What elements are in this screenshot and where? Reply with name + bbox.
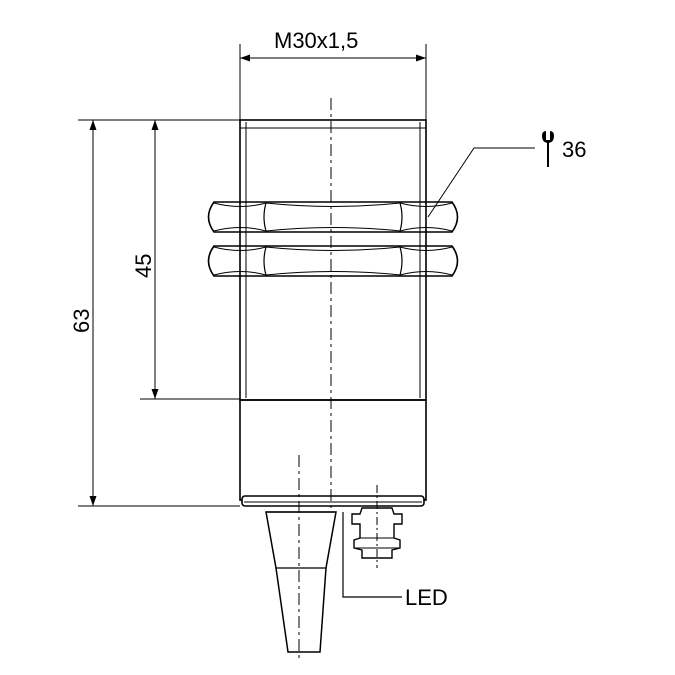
led-leader-line [342, 512, 402, 598]
wrench-icon [542, 131, 554, 167]
cable [265, 455, 337, 660]
threaded-barrel [239, 119, 427, 401]
wrench-size-label: 36 [562, 137, 586, 162]
thread-length-label: 45 [131, 254, 156, 278]
thread-size-label: M30x1,5 [274, 28, 358, 53]
led-label: LED [405, 585, 448, 610]
total-length-dimension: 63 [69, 119, 240, 507]
wrench-size-callout: 36 [427, 131, 586, 218]
sensor-body [239, 119, 427, 507]
hex-nut-upper [207, 201, 459, 233]
led-indicator [351, 485, 403, 568]
hex-nut-lower [207, 245, 459, 277]
total-length-label: 63 [69, 309, 94, 333]
lower-housing [239, 399, 427, 501]
thread-dimension: M30x1,5 [239, 28, 427, 120]
thread-length-dimension: 45 [131, 120, 240, 400]
bottom-cap [241, 495, 425, 507]
